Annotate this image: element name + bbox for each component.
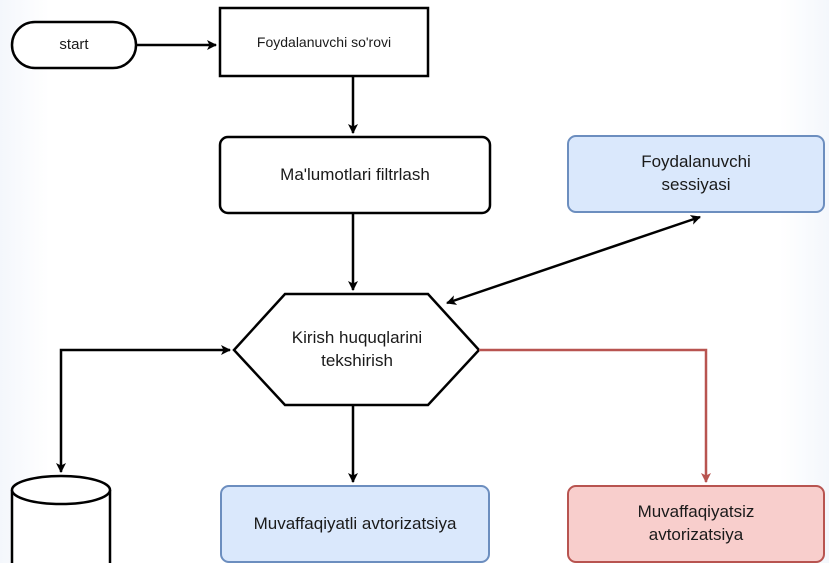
check-access-label: Kirish huquqlarini tekshirish (291, 327, 423, 370)
database-cylinder (10, 474, 112, 563)
filter-data-box (218, 135, 492, 215)
edge-check-to-fail (479, 348, 711, 483)
auth-success-label: Muvaffaqiyatli avtorizatsiya (253, 513, 457, 533)
filter-data-label: Ma'lumotlari filtrlash (280, 164, 430, 184)
start-label: start (59, 35, 89, 53)
auth-fail-label: Muvaffaqiyatsiz avtorizatsiya (637, 502, 755, 544)
auth-success-box (220, 485, 490, 563)
auth-fail-box (567, 485, 825, 563)
edge-check-database-bidirectional (56, 345, 231, 473)
edge-check-session-bidirectional (446, 215, 701, 305)
user-request-label: Foydalanuvchi so'rovi (256, 33, 392, 50)
user-session-box (567, 135, 825, 213)
user-session-label: Foydalanuvchi sessiyasi (641, 152, 751, 194)
user-request-box (218, 6, 430, 78)
